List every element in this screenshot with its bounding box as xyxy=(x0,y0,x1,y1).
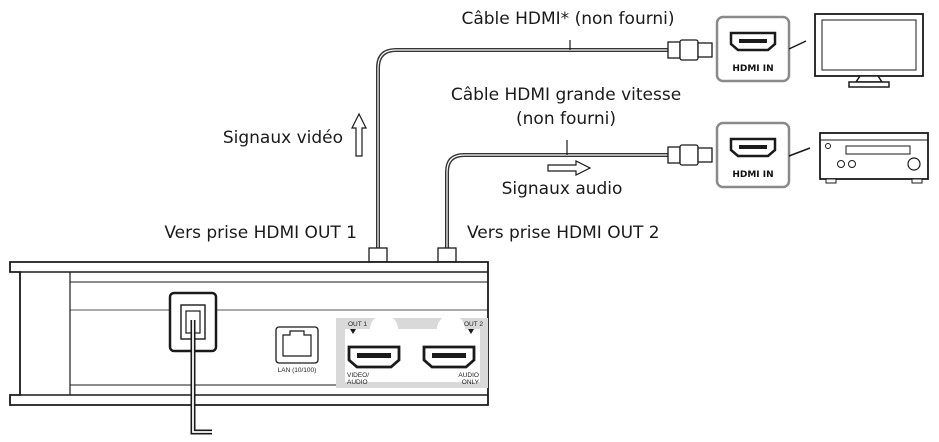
audio-only-label-line1: AUDIO xyxy=(458,372,479,379)
hdmi-out2-port xyxy=(422,345,476,369)
receiver-callout-line xyxy=(788,147,811,157)
audio-signals-label: Signaux audio xyxy=(502,179,623,199)
hdmi-output-panel: OUT 1 OUT 2 VIDEO/ AUDIO AUDIO ONLY xyxy=(336,315,488,388)
hdmi-cable-video xyxy=(376,40,668,255)
out1-marker-icon xyxy=(350,329,356,334)
av-receiver-icon xyxy=(819,132,929,184)
out1-label: OUT 1 xyxy=(348,321,367,328)
hdmi-plug-tv xyxy=(667,39,713,61)
hdmi-cable-audio xyxy=(445,140,668,255)
cable-top-label: Câble HDMI* (non fourni) xyxy=(461,9,674,29)
cable-mid-label-line1: Câble HDMI grande vitesse xyxy=(451,85,681,105)
to-out2-label: Vers prise HDMI OUT 2 xyxy=(467,223,660,243)
video-audio-label-line1: VIDEO/ xyxy=(347,372,369,379)
hdmi-plug-receiver xyxy=(667,144,713,166)
to-out1-label: Vers prise HDMI OUT 1 xyxy=(164,223,357,243)
out2-marker-icon xyxy=(468,329,474,334)
audio-signal-arrow-icon xyxy=(547,160,592,176)
out2-label: OUT 2 xyxy=(464,321,483,328)
power-cord xyxy=(190,320,212,435)
video-audio-label-line2: AUDIO xyxy=(347,379,368,386)
lan-port: LAN (10/100) xyxy=(275,326,319,374)
tv-hdmi-in-port: HDMI IN xyxy=(715,15,791,83)
audio-only-label-line2: ONLY xyxy=(462,379,480,386)
video-signals-label: Signaux vidéo xyxy=(223,128,343,148)
tv-callout-line xyxy=(788,40,807,50)
hdmi-out1-port xyxy=(347,345,401,369)
receiver-port-label: HDMI IN xyxy=(732,170,773,180)
lan-label: LAN (10/100) xyxy=(278,367,317,374)
tv-port-label: HDMI IN xyxy=(732,64,773,74)
television-icon xyxy=(814,13,924,88)
receiver-hdmi-in-port: HDMI IN xyxy=(715,121,791,189)
video-signal-arrow-icon xyxy=(351,112,367,157)
cable-mid-label-line2: (non fourni) xyxy=(516,109,616,129)
